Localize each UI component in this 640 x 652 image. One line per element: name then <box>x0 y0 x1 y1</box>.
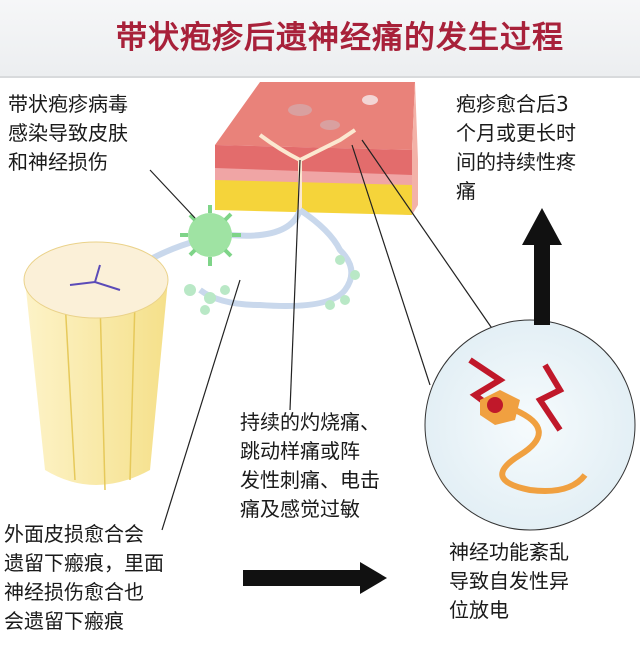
label-line: 外面皮损愈合会 <box>4 522 144 546</box>
arrow-up-icon <box>522 208 562 325</box>
label-line: 个月或更长时 <box>456 121 576 145</box>
label-persistent-pain: 疱疹愈合后3 个月或更长时 间的持续性疼 痛 <box>456 90 576 206</box>
title-band: 带状疱疹后遗神经痛的发生过程 <box>0 0 640 78</box>
label-line: 间的持续性疼 <box>456 150 576 174</box>
nerve-cells <box>184 255 360 315</box>
virus-icon <box>180 205 241 266</box>
label-line: 会遗留下瘢痕 <box>4 609 124 633</box>
label-line: 遗留下瘢痕，里面 <box>4 551 164 575</box>
label-discharge: 神经功能紊乱 导致自发性异 位放电 <box>449 538 569 625</box>
label-line: 导致自发性异 <box>449 569 569 593</box>
label-line: 跳动样痛或阵 <box>240 439 360 463</box>
spinal-cord-illustration <box>23 241 169 491</box>
label-line: 痛 <box>456 179 476 203</box>
label-line: 持续的灼烧痛、 <box>240 410 380 434</box>
label-infection: 带状疱疹病毒 感染导致皮肤 和神经损伤 <box>8 90 128 177</box>
label-line: 神经损伤愈合也 <box>4 580 144 604</box>
label-line: 和神经损伤 <box>8 150 108 174</box>
page-title: 带状疱疹后遗神经痛的发生过程 <box>116 20 564 56</box>
arrow-right-icon <box>243 562 387 594</box>
pointer-lines <box>149 139 501 531</box>
nerve-cell-lightning-icon <box>424 319 636 531</box>
label-line: 位放电 <box>449 598 509 622</box>
label-line: 发性刺痛、电击 <box>240 468 380 492</box>
label-pain-types: 持续的灼烧痛、 跳动样痛或阵 发性刺痛、电击 痛及感觉过敏 <box>240 408 380 524</box>
label-line: 痛及感觉过敏 <box>240 497 360 521</box>
label-line: 神经功能紊乱 <box>449 540 569 564</box>
label-line: 感染导致皮肤 <box>8 121 128 145</box>
label-line: 疱疹愈合后3 <box>456 92 569 116</box>
label-line: 带状疱疹病毒 <box>8 92 128 116</box>
skin-block-illustration <box>215 82 418 215</box>
label-scarring: 外面皮损愈合会 遗留下瘢痕，里面 神经损伤愈合也 会遗留下瘢痕 <box>4 520 164 636</box>
